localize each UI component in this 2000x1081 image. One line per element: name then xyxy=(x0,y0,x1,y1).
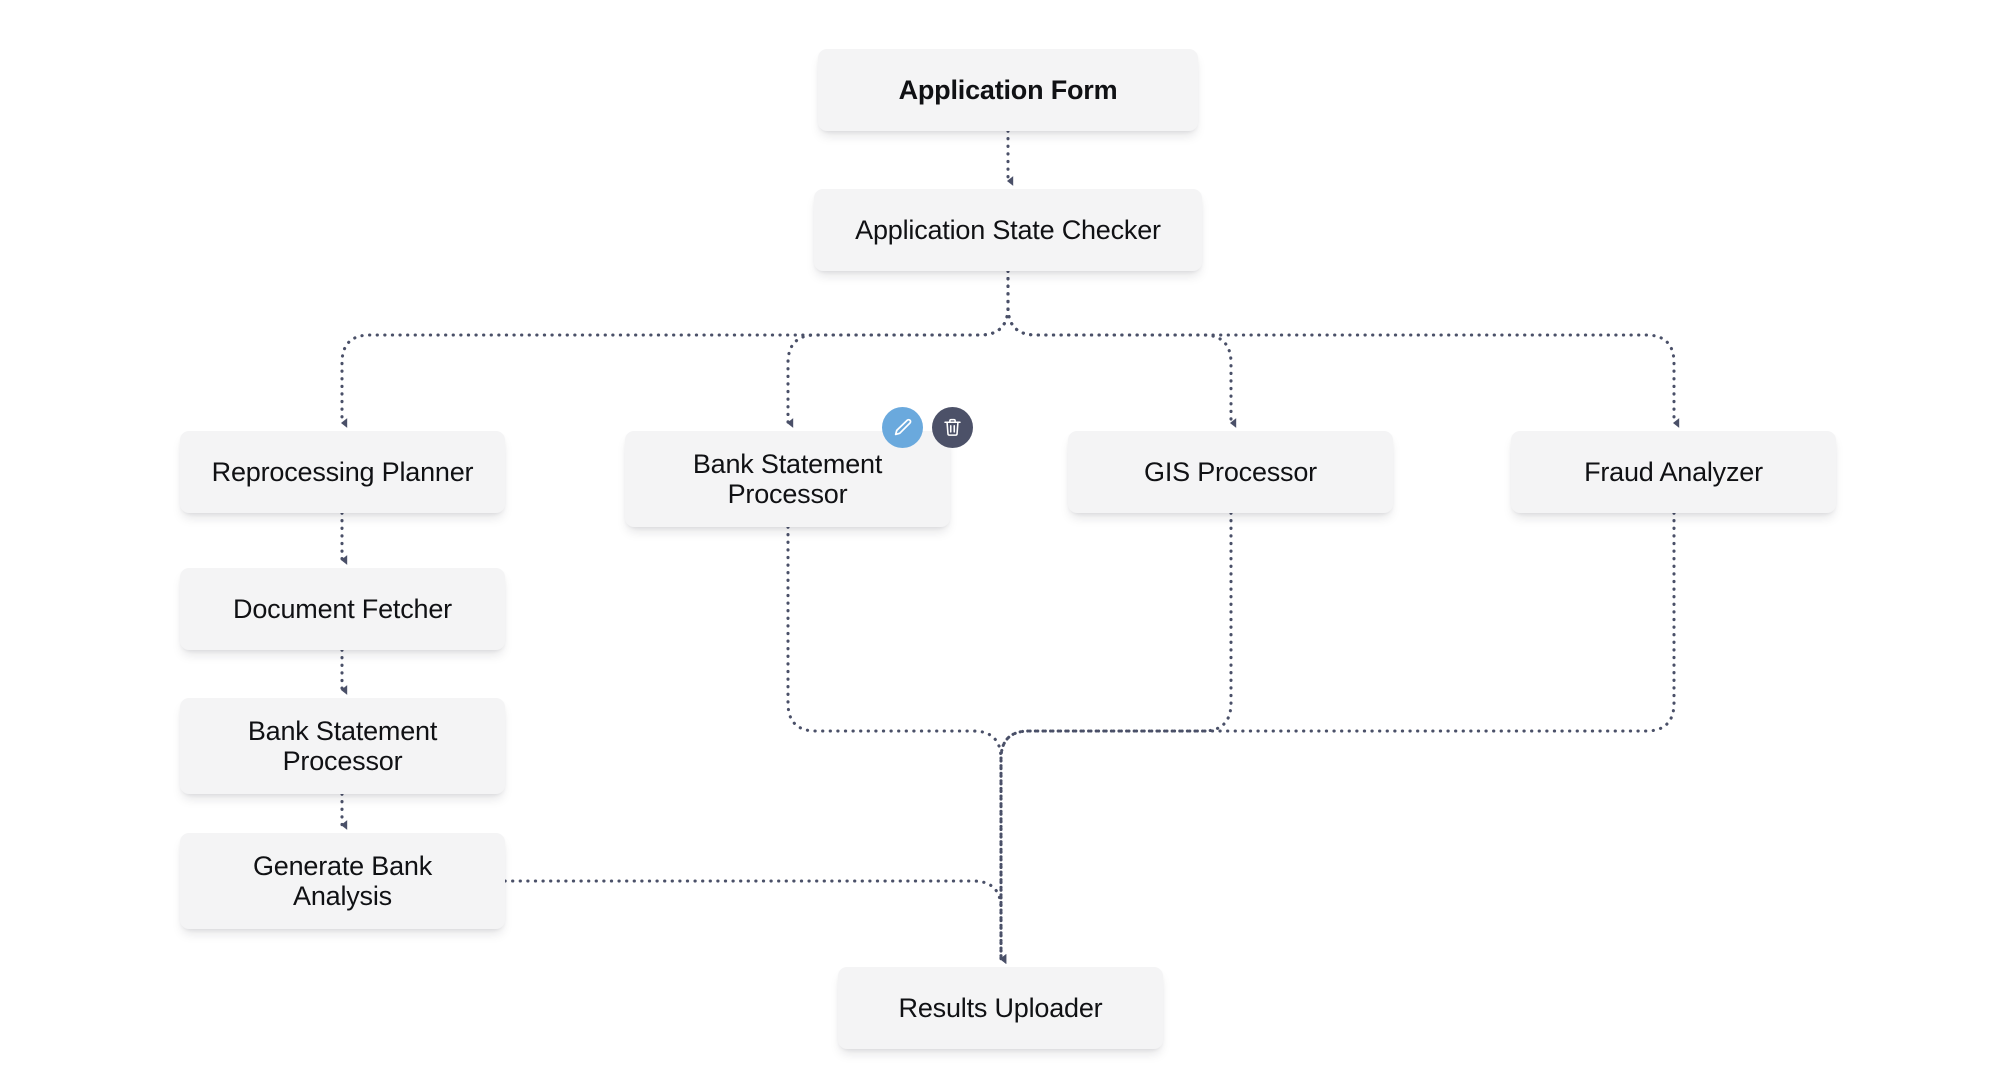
node-toolbar xyxy=(882,407,973,448)
edge-state-checker-to-fraud-analyzer xyxy=(1006,269,1680,428)
node-bank-statement-processor-left[interactable]: Bank Statement Processor xyxy=(180,698,505,794)
node-results-uploader[interactable]: Results Uploader xyxy=(838,967,1163,1049)
node-fraud-analyzer[interactable]: Fraud Analyzer xyxy=(1511,431,1836,513)
node-label: Generate Bank Analysis xyxy=(252,850,433,911)
node-generate-bank-analysis[interactable]: Generate Bank Analysis xyxy=(180,833,505,929)
node-document-fetcher[interactable]: Document Fetcher xyxy=(180,568,505,650)
node-label: GIS Processor xyxy=(1144,456,1317,487)
node-label: Application State Checker xyxy=(855,214,1161,245)
edit-node-button[interactable] xyxy=(882,407,923,448)
node-label: Application Form xyxy=(898,74,1118,105)
node-bank-statement-processor-center[interactable]: Bank Statement Processor xyxy=(625,431,950,527)
node-label: Reprocessing Planner xyxy=(211,456,474,487)
edge-gis-processor-to-results-uploader xyxy=(999,511,1233,964)
node-label: Results Uploader xyxy=(898,992,1103,1023)
node-application-form[interactable]: Application Form xyxy=(818,49,1198,131)
node-application-state-checker[interactable]: Application State Checker xyxy=(814,189,1202,271)
edge-fraud-analyzer-to-results-uploader xyxy=(999,511,1676,964)
edge-generate-bank-analysis-to-results-uploader xyxy=(503,879,1007,964)
pencil-icon xyxy=(892,417,914,439)
node-gis-processor[interactable]: GIS Processor xyxy=(1068,431,1393,513)
node-label: Bank Statement Processor xyxy=(247,715,438,776)
edge-state-checker-to-bank-statement-processor xyxy=(786,269,1010,428)
node-label: Bank Statement Processor xyxy=(692,448,883,509)
node-label: Document Fetcher xyxy=(233,593,452,624)
node-label: Fraud Analyzer xyxy=(1584,456,1763,487)
edge-state-checker-to-gis-processor xyxy=(1006,269,1237,428)
edge-state-checker-to-reprocessing-planner xyxy=(340,269,1010,428)
delete-node-button[interactable] xyxy=(932,407,973,448)
edge-bank-statement-processor-center-to-results-uploader xyxy=(786,525,1007,964)
trash-icon xyxy=(942,417,963,438)
node-reprocessing-planner[interactable]: Reprocessing Planner xyxy=(180,431,505,513)
